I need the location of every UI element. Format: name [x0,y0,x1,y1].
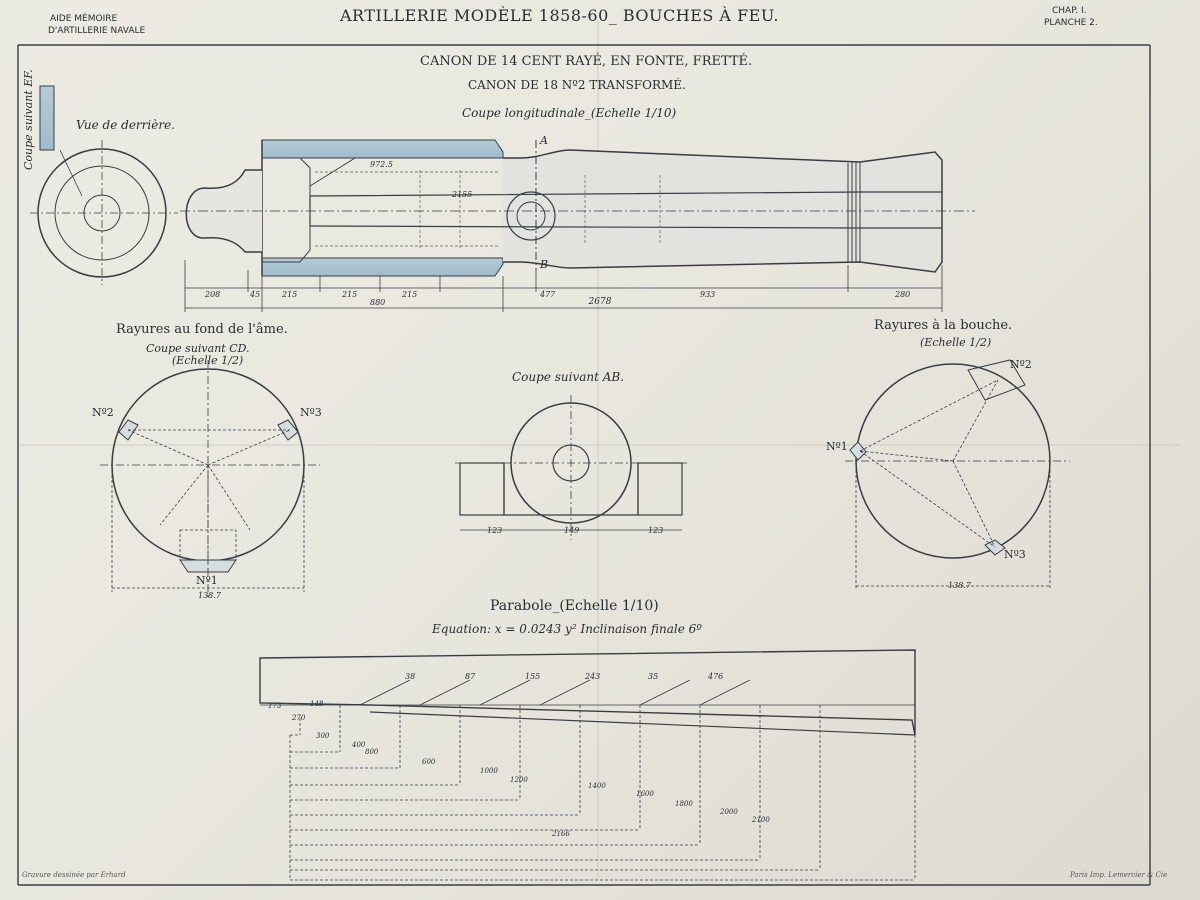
dim-label: 880 [370,298,386,307]
total-length-dim: 2678 [588,297,612,307]
bore-rifling-view [100,360,320,600]
plate-title-1: CANON DE 14 CENT RAYÉ, EN FONTE, FRETTÉ. [420,54,753,69]
rear-view-label: Vue de derrière. [76,118,175,132]
dim-label: 208 [205,290,221,299]
parabola-title: Parabole_(Echelle 1/10) [490,598,659,614]
right-view-title: Rayures à la bouche. [874,318,1013,333]
dim-label: 972.5 [370,160,393,169]
parabola-y-value: 800 [365,748,379,756]
header-left-line2: D'ARTILLERIE NAVALE [48,26,146,36]
groove-label-1: Nº1 [196,574,218,587]
footer-left: Gravure dessinée par Erhard [22,871,126,879]
groove-label-2: Nº2 [92,406,114,419]
dim-label: 280 [895,290,911,299]
muzzle-rifling-view [845,359,1070,590]
groove-label-3: Nº3 [300,406,322,419]
parabola-y-value: 270 [292,714,306,722]
muzzle-groove-label-2: Nº2 [1010,358,1032,371]
side-section-label: Coupe suivant EF. [22,69,35,170]
parabola-y-value: 1200 [510,776,528,784]
left-view-dim: 138.7 [198,591,221,600]
trunnion-section-view [455,395,690,540]
parabola-y-value: 2100 [752,816,770,824]
dim-label: 2155 [452,190,473,199]
parabola-y-value: 600 [422,758,436,766]
parabola-y-value: 1800 [675,800,693,808]
center-dim-2: 149 [564,526,580,535]
cannon-longitudinal-section: 2678 [180,139,975,312]
muzzle-groove-label-3: Nº3 [1004,548,1026,561]
center-dim-3: 123 [648,526,664,535]
center-dim-1: 123 [487,526,503,535]
section-title: Coupe longitudinale_(Echelle 1/10) [462,106,677,120]
header-left-line1: AIDE MÉMOIRE [50,14,118,24]
plate-frame [17,44,1151,886]
left-view-scale: (Echelle 1/2) [172,354,244,367]
parabola-top-value: 243 [585,672,601,681]
parabola-y-value: 400 [352,741,366,749]
section-mark-b: B [540,258,549,271]
muzzle-groove-label-1: Nº1 [826,440,848,453]
parabola-y-value: 2166 [552,830,570,838]
parabola-top-value: 87 [465,672,476,681]
page-title: ARTILLERIE MODÈLE 1858-60_ BOUCHES À FEU… [340,6,779,25]
header-right-line1: CHAP. I. [1052,6,1087,16]
left-view-subtitle: Coupe suivant CD. [146,342,250,355]
section-mark-a: A [540,134,548,147]
plate-title-2: CANON DE 18 Nº2 TRANSFORMÉ. [468,78,686,92]
parabola-top-value: 155 [525,672,541,681]
dim-label: 215 [342,290,358,299]
header-right-line2: PLANCHE 2. [1044,18,1098,28]
dim-label: 477 [540,290,556,299]
parabola-y-value: 148 [310,700,324,708]
dim-label: 45 [250,290,261,299]
parabola-diagram [259,649,916,881]
parabola-y-value: 2000 [720,808,738,816]
parabola-top-value: 35 [648,672,659,681]
parabola-y-value: 1600 [636,790,654,798]
center-view-title: Coupe suivant AB. [512,370,625,384]
parabola-y-value: 300 [316,732,330,740]
right-view-dim: 138.7 [948,581,971,590]
parabola-top-value: 476 [708,672,724,681]
dim-label: 933 [700,290,716,299]
dim-label: 215 [282,290,298,299]
parabola-y-value: 173 [268,702,282,710]
dim-label: 215 [402,290,418,299]
right-view-scale: (Echelle 1/2) [920,336,992,349]
parabola-y-value: 1000 [480,767,498,775]
parabola-y-value: 1400 [588,782,606,790]
left-view-title: Rayures au fond de l'âme. [116,322,288,337]
parabola-top-value: 38 [405,672,416,681]
parabola-equation: Equation: x = 0.0243 y² Inclinaison fina… [432,622,702,636]
footer-right: Paris Imp. Lemercier & Cie [1070,871,1168,879]
rear-view [30,85,178,285]
